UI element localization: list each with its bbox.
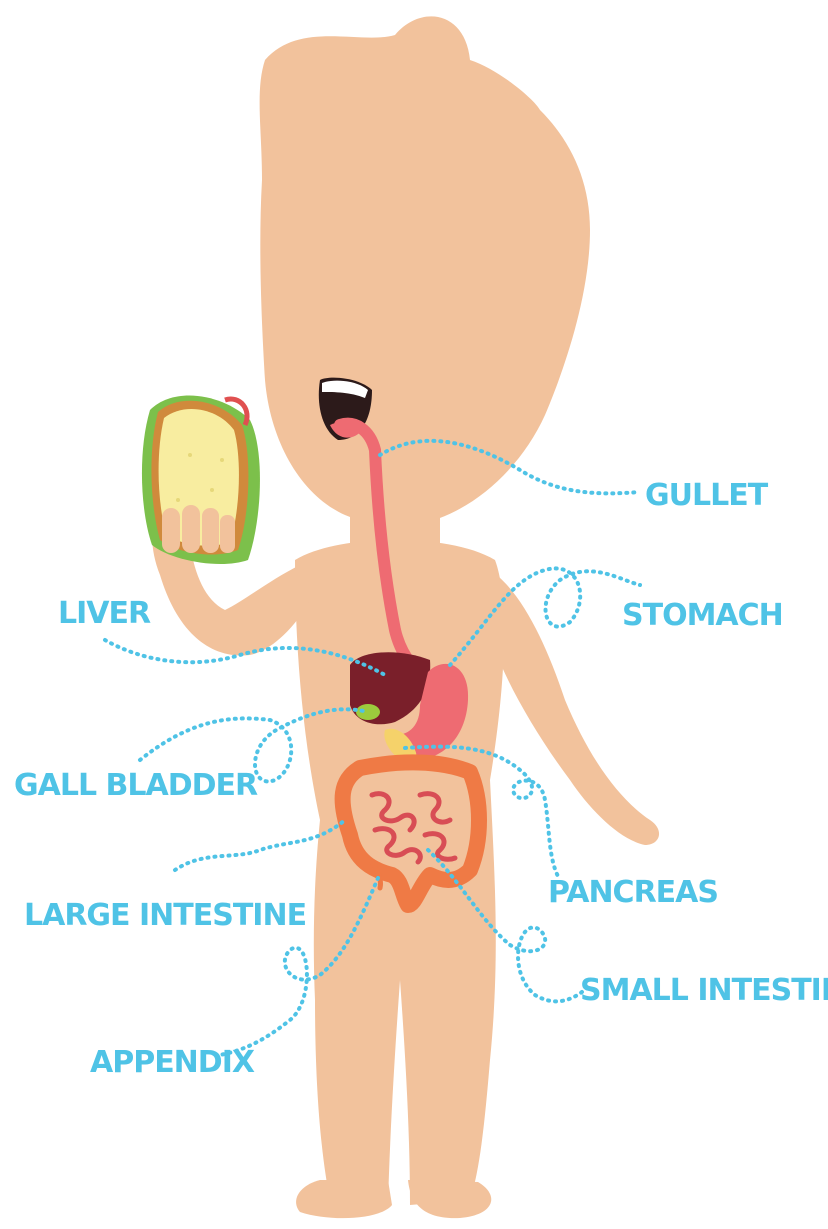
sandwich-icon xyxy=(142,396,260,565)
gullet-label: GULLET xyxy=(645,478,769,513)
stomach-label: STOMACH xyxy=(622,598,783,633)
appendix-label: APPENDIX xyxy=(90,1045,255,1080)
gall-bladder-icon xyxy=(356,704,380,720)
child-figure-icon xyxy=(152,16,659,1218)
pancreas-label: PANCREAS xyxy=(548,875,718,910)
liver-label: LIVER xyxy=(58,596,151,631)
large-intestine-label: LARGE INTESTINE xyxy=(24,898,306,933)
small-intestine-label: SMALL INTESTINE xyxy=(580,973,828,1008)
gall-bladder-label: GALL BLADDER xyxy=(14,768,258,803)
